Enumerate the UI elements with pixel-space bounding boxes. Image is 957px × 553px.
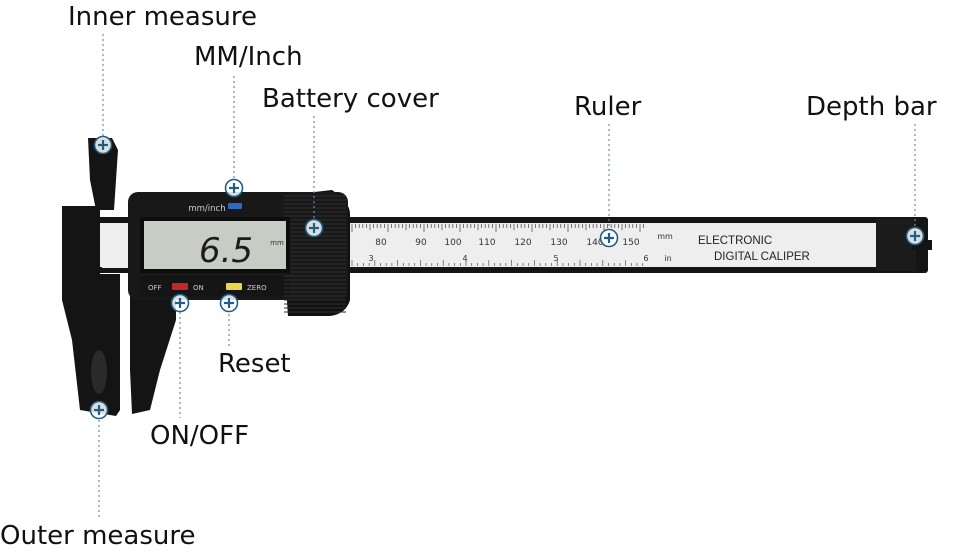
mm-scale-label: 80: [375, 238, 387, 248]
mm-scale-label: 90: [415, 238, 427, 248]
label-battery-cover: Battery cover: [262, 84, 439, 114]
brand-line-2: DIGITAL CALIPER: [714, 251, 810, 263]
lcd-display: 6.5 mm: [140, 217, 290, 273]
jaw-slot: [91, 350, 107, 394]
unit-button-label: mm/inch: [188, 204, 225, 214]
lcd-unit: mm: [270, 239, 284, 247]
marker-group: [89, 135, 925, 420]
zero-button[interactable]: [226, 283, 242, 290]
inch-scale-label: 4: [462, 254, 467, 263]
plus-circle-icon: [93, 135, 113, 155]
leader-lines: [98, 34, 916, 518]
label-outer-measure: Outer measure: [0, 521, 196, 551]
plus-circle-icon: [599, 228, 619, 248]
zero-label: ZERO: [247, 284, 267, 292]
mm-inch-button[interactable]: [228, 203, 242, 209]
scale-unit-mm: mm: [657, 232, 673, 241]
label-depth-bar: Depth bar: [806, 92, 937, 122]
on-off-button[interactable]: [172, 283, 188, 290]
plus-circle-icon: [224, 178, 244, 198]
on-label: ON: [193, 284, 204, 292]
off-label: OFF: [148, 284, 162, 292]
mm-scale-label: 150: [622, 238, 639, 248]
label-inner-measure: Inner measure: [68, 2, 257, 32]
brand-line-1: ELECTRONIC: [698, 235, 772, 247]
plus-circle-icon: [89, 400, 109, 420]
mm-scale-label: 140: [586, 238, 603, 248]
label-reset: Reset: [218, 349, 291, 379]
lcd-reading: 6.5: [199, 231, 253, 271]
mm-scale-label: 110: [478, 238, 495, 248]
label-ruler: Ruler: [574, 92, 642, 122]
mm-scale-label: 100: [444, 238, 461, 248]
brand-text: ELECTRONIC DIGITAL CALIPER: [698, 235, 810, 263]
inch-scale-label: 3: [368, 254, 373, 263]
scale-unit-in: in: [664, 254, 671, 263]
plus-circle-icon: [905, 226, 925, 246]
thumb-wheel-grooves: [284, 195, 346, 313]
label-on-off: ON/OFF: [150, 421, 250, 451]
plus-circle-icon: [170, 293, 190, 313]
plus-circle-icon: [219, 293, 239, 313]
inch-tick-row: [351, 260, 644, 266]
inch-scale: 3 4 5 6 in: [368, 254, 671, 263]
mm-scale-label: 120: [514, 238, 531, 248]
mm-tick-row: [351, 224, 644, 232]
plus-circle-icon: [304, 218, 324, 238]
inch-scale-label: 6: [643, 254, 648, 263]
inch-scale-label: 5: [553, 254, 558, 263]
depth-bar: [912, 240, 932, 250]
mm-scale-label: 130: [550, 238, 567, 248]
label-mm-inch: MM/Inch: [194, 42, 303, 72]
